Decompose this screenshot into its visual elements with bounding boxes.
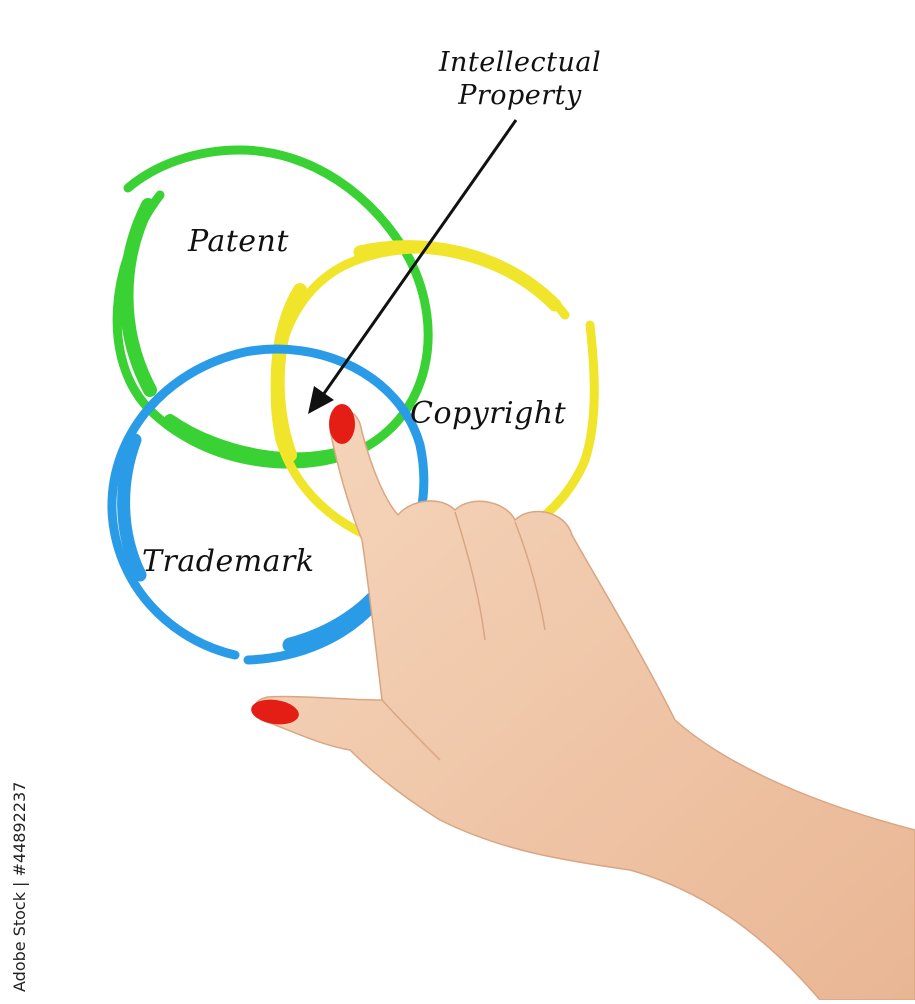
pointing-hand (250, 404, 915, 1000)
trademark-label: Trademark (142, 544, 315, 579)
stock-watermark-id: Adobe Stock | #44892237 (10, 782, 29, 992)
diagram-title: Intellectual Property (400, 46, 640, 112)
index-nail (329, 404, 355, 444)
copyright-label: Copyright (410, 396, 566, 431)
patent-label: Patent (188, 224, 289, 259)
